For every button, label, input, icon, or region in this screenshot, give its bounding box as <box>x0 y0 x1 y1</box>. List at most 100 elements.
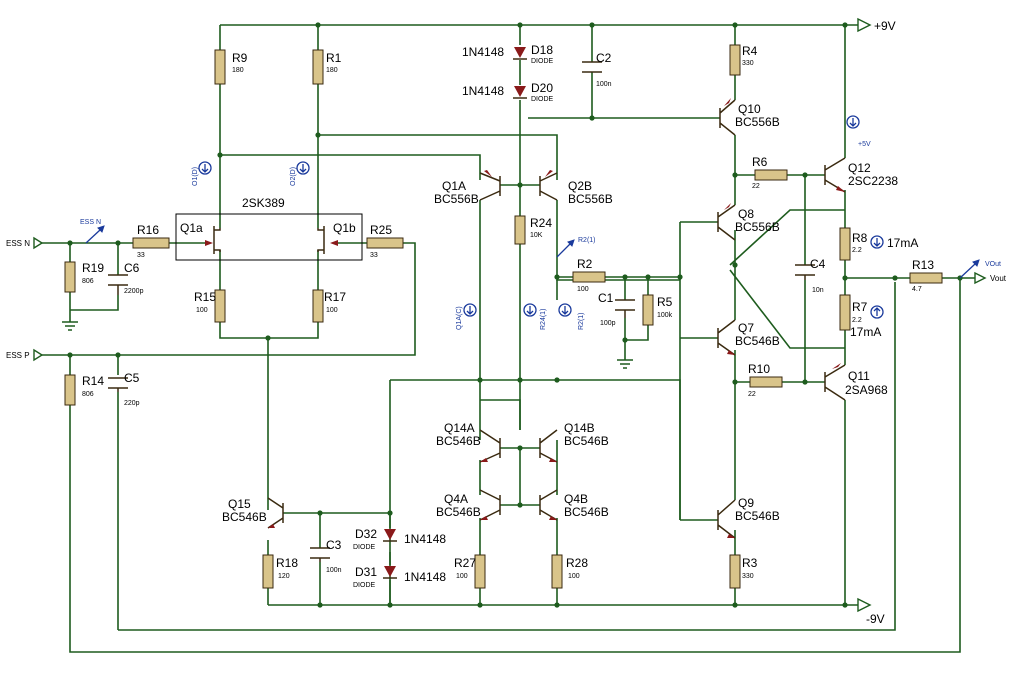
probe-r2-voltage: R2(1) <box>556 237 596 258</box>
q14a-ref: Q14A <box>444 421 475 435</box>
probe-o2d: O2(D) <box>290 161 310 186</box>
capacitor-c2: C2 100n <box>582 51 612 88</box>
probe-essn-label: ESS N <box>80 219 101 226</box>
r18-ref: R18 <box>276 556 298 570</box>
capacitor-c4: C4 10n <box>795 257 826 294</box>
q2b-part: BC556B <box>568 192 613 206</box>
transistor-q9: Q9 BC546B <box>717 496 780 539</box>
r8-ref: R8 <box>852 231 868 245</box>
r1-ref: R1 <box>326 51 342 65</box>
q12-part: 2SC2238 <box>848 174 898 188</box>
resistors: R9 180 R1 180 R4 330 R16 33 R25 33 R19 8… <box>64 44 943 589</box>
r14-val: 806 <box>82 391 94 398</box>
transistor-q8: Q8 BC556B <box>717 203 780 241</box>
terminal-essp: ESS P <box>6 348 44 362</box>
d20-type: DIODE <box>531 96 554 103</box>
transistor-q14a: Q14A BC546B <box>436 421 501 463</box>
d32-ref: D32 <box>355 527 377 541</box>
c6-val: 2200p <box>124 288 144 295</box>
capacitor-c6: C6 2200p <box>108 261 144 295</box>
d32-type: DIODE <box>353 544 376 551</box>
probe-o1d-label: O1(D) <box>192 167 199 186</box>
r5-val: 100k <box>657 312 673 319</box>
r18-val: 120 <box>278 573 290 580</box>
c3-val: 100n <box>326 567 342 574</box>
r14-ref: R14 <box>82 374 104 388</box>
r8-val: 2.2 <box>852 247 862 254</box>
jfet-pair-2sk389: 2SK389 Q1a Q1b <box>175 196 363 261</box>
q4a-part: BC546B <box>436 505 481 519</box>
capacitors: C2 100n C6 2200p C5 220p C1 100p C4 10n … <box>108 51 826 574</box>
r19-val: 806 <box>82 278 94 285</box>
q8-part: BC556B <box>735 220 780 234</box>
r19-ref: R19 <box>82 261 104 275</box>
r15-ref: R15 <box>194 290 216 304</box>
resistor-r16 <box>132 237 170 249</box>
transistor-q10: Q10 BC556B <box>719 98 780 136</box>
q12-ref: Q12 <box>848 161 871 175</box>
d32-part: 1N4148 <box>404 532 446 546</box>
r1-val: 180 <box>326 67 338 74</box>
q9-ref: Q9 <box>738 496 754 510</box>
d18-type: DIODE <box>531 58 554 65</box>
jfet-pair-box <box>175 213 363 261</box>
transistor-q7: Q7 BC546B <box>717 319 780 356</box>
resistor-r7 <box>839 294 851 331</box>
q15-ref: Q15 <box>228 497 251 511</box>
rail-pos: +9V <box>857 17 896 33</box>
resistor-r27 <box>474 554 486 589</box>
c2-val: 100n <box>596 81 612 88</box>
q15-part: BC546B <box>222 510 267 524</box>
r9-val: 180 <box>232 67 244 74</box>
q8-ref: Q8 <box>738 207 754 221</box>
q10-ref: Q10 <box>738 102 761 116</box>
resistor-r1 <box>312 49 324 85</box>
probe-5v: +5V <box>846 115 871 148</box>
probe-r2-label: R2(1) <box>578 237 596 244</box>
r10-val: 22 <box>748 391 756 398</box>
r7-ref: R7 <box>852 300 868 314</box>
rail-pos-label: +9V <box>874 19 896 33</box>
resistor-r3 <box>729 554 741 589</box>
r17-ref: R17 <box>324 290 346 304</box>
probe-q1ac-label: Q1A(C) <box>456 306 463 330</box>
diode-d20: D20 DIODE 1N4148 <box>462 81 554 103</box>
probe-r24: R24(1) <box>523 303 547 330</box>
transistor-q2b: Q2B BC556B <box>539 170 613 206</box>
capacitor-c1: C1 100p <box>598 291 635 327</box>
c4-ref: C4 <box>810 257 826 271</box>
probe-o2d-label: O2(D) <box>290 167 297 186</box>
resistor-r28 <box>551 554 563 589</box>
c2-ref: C2 <box>596 51 612 65</box>
resistor-r2 <box>572 271 606 283</box>
d31-ref: D31 <box>355 565 377 579</box>
r24-val: 10K <box>530 232 543 239</box>
r28-ref: R28 <box>566 556 588 570</box>
probe-o1d: O1(D) <box>192 161 212 186</box>
q7-ref: Q7 <box>738 321 754 335</box>
d31-part: 1N4148 <box>404 570 446 584</box>
d18-part: 1N4148 <box>462 45 504 59</box>
resistor-r13 <box>909 272 943 284</box>
r7-val: 2.2 <box>852 317 862 324</box>
r28-val: 100 <box>568 573 580 580</box>
resistor-r25 <box>366 237 404 249</box>
q11-ref: Q11 <box>848 369 870 383</box>
capacitor-c3: C3 100n <box>310 538 342 574</box>
probes: ESS N O1(D) O2(D) Q1A(C) R24(1) <box>80 115 1001 339</box>
r2-val: 100 <box>577 286 589 293</box>
r16-val: 33 <box>137 252 145 259</box>
transistor-q14b: Q14B BC546B <box>539 421 609 463</box>
q4a-ref: Q4A <box>444 492 468 506</box>
probe-r8-current: 17mA <box>870 235 918 250</box>
resistor-r14 <box>64 374 76 406</box>
capacitor-c5: C5 220p <box>108 371 140 407</box>
wires <box>40 24 975 653</box>
probe-r2b-label: R2(1) <box>578 312 585 330</box>
vout-label: Vout <box>990 274 1007 283</box>
q9-part: BC546B <box>735 509 780 523</box>
q1a-bjt-ref: Q1A <box>442 179 466 193</box>
r4-val: 330 <box>742 60 754 67</box>
diode-d32: D32 DIODE 1N4148 <box>353 527 446 551</box>
probe-r2-current: R2(1) <box>558 303 585 330</box>
